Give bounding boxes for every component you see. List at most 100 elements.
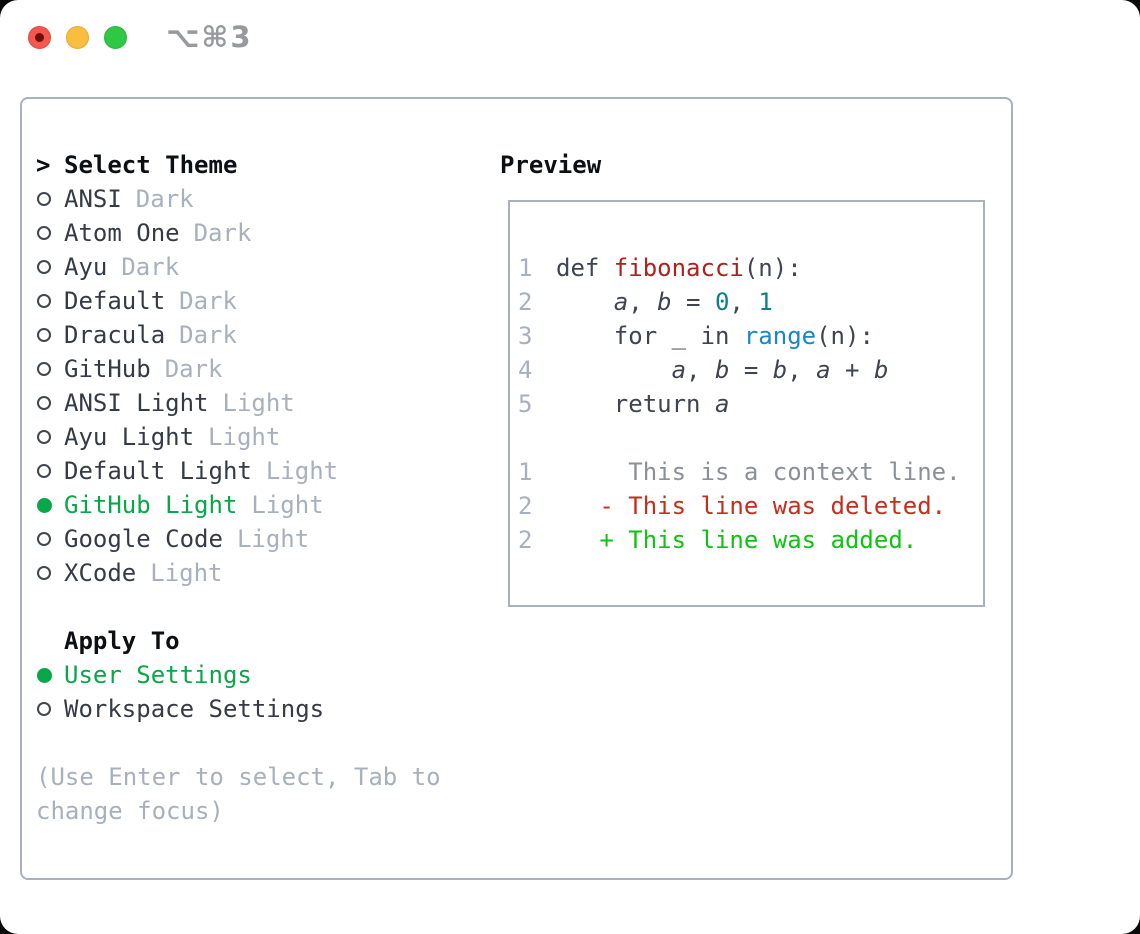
radio-marker — [36, 667, 64, 683]
radio-selected-icon — [37, 497, 52, 513]
radio-marker — [36, 464, 64, 478]
line-content: This is a context line. — [556, 455, 961, 489]
radio-icon — [37, 464, 51, 478]
code-token-plain — [556, 288, 614, 316]
code-line: 5 return a — [518, 387, 961, 421]
radio-icon — [37, 702, 51, 716]
code-token-plain: return — [556, 390, 715, 418]
apply-to-option[interactable]: User Settings — [36, 658, 441, 692]
code-line: 2 + This line was added. — [518, 523, 961, 557]
radio-marker — [36, 566, 64, 580]
code-token-var: b — [714, 356, 730, 384]
minimize-button[interactable] — [66, 26, 89, 49]
zoom-button[interactable] — [104, 26, 127, 49]
radio-marker — [36, 362, 64, 376]
radio-marker — [36, 497, 64, 513]
code-token-var: a — [613, 288, 629, 316]
theme-name: XCode — [64, 559, 137, 587]
theme-variant: Light — [222, 389, 295, 417]
line-number: 3 — [518, 322, 533, 350]
code-token-plain: (n): — [743, 254, 802, 282]
line-number: 2 — [518, 492, 533, 520]
code-token-var: a — [671, 356, 687, 384]
radio-marker — [36, 294, 64, 308]
line-number: 1 — [518, 458, 533, 486]
code-token-deleted: - This line was deleted. — [556, 492, 947, 520]
theme-variant: Light — [150, 559, 223, 587]
code-token-plain: def — [556, 254, 614, 282]
code-line — [518, 421, 961, 455]
code-line: 1 This is a context line. — [518, 455, 961, 489]
close-button[interactable] — [28, 26, 51, 49]
apply-to-title-row: Apply To — [36, 624, 441, 658]
radio-icon — [37, 294, 51, 308]
code-token-plain: = — [729, 356, 773, 384]
code-token-added: + This line was added. — [556, 526, 918, 554]
code-token-plain: , — [729, 288, 759, 316]
line-content: - This line was deleted. — [556, 489, 946, 523]
code-token-plain: , — [628, 288, 658, 316]
titlebar: ⌥⌘3 — [0, 0, 1140, 70]
code-token-var: b — [873, 356, 889, 384]
theme-variant: Dark — [179, 287, 237, 315]
code-token-plain: = — [671, 288, 715, 316]
help-text-row: change focus) — [36, 794, 441, 828]
theme-name: Atom One — [64, 219, 180, 247]
line-content: a, b = b, a + b — [556, 353, 889, 387]
code-token-var: b — [657, 288, 672, 316]
theme-name: GitHub Light — [64, 491, 238, 519]
line-content: def fibonacci(n): — [556, 251, 802, 285]
theme-variant: Light — [251, 491, 324, 519]
radio-marker — [36, 192, 64, 206]
theme-variant: Light — [236, 525, 310, 553]
theme-option[interactable]: XCode Light — [36, 556, 441, 590]
radio-marker — [36, 260, 64, 274]
spacer — [36, 726, 441, 760]
theme-name: Ayu Light — [64, 423, 195, 451]
theme-variant: Light — [265, 457, 339, 485]
code-token-builtin: range — [743, 322, 817, 350]
radio-marker — [36, 328, 64, 342]
radio-icon — [37, 532, 51, 546]
theme-variant: Dark — [179, 321, 237, 349]
radio-icon — [37, 192, 51, 206]
theme-name: Dracula — [64, 321, 166, 349]
radio-marker — [36, 396, 64, 410]
code-token-num: 0 — [714, 288, 730, 316]
line-content: a, b = 0, 1 — [556, 285, 773, 319]
radio-marker — [36, 430, 64, 444]
code-token-plain — [556, 356, 672, 384]
apply-to-option[interactable]: Workspace Settings — [36, 692, 441, 726]
line-number: 1 — [518, 254, 533, 282]
radio-selected-icon — [37, 667, 52, 683]
spacer — [36, 590, 441, 624]
line-number: 2 — [518, 526, 533, 554]
theme-option[interactable]: GitHub Light Light — [36, 488, 441, 522]
line-number: 5 — [518, 390, 533, 418]
radio-icon — [37, 396, 51, 410]
line-number: 4 — [518, 356, 533, 384]
theme-option[interactable]: Dracula Dark — [36, 318, 441, 352]
theme-name: ANSI — [64, 185, 122, 213]
help-text: change focus) — [36, 797, 224, 825]
apply-to-title: Apply To — [64, 627, 180, 655]
code-token-context: This is a context line. — [556, 458, 961, 486]
theme-list-title-row: >Select Theme — [36, 148, 441, 182]
radio-icon — [37, 362, 51, 376]
code-line: 1 def fibonacci(n): — [518, 251, 961, 285]
focus-caret-marker: > — [36, 148, 64, 182]
theme-variant: Dark — [164, 355, 223, 383]
theme-name: Ayu — [64, 253, 108, 281]
